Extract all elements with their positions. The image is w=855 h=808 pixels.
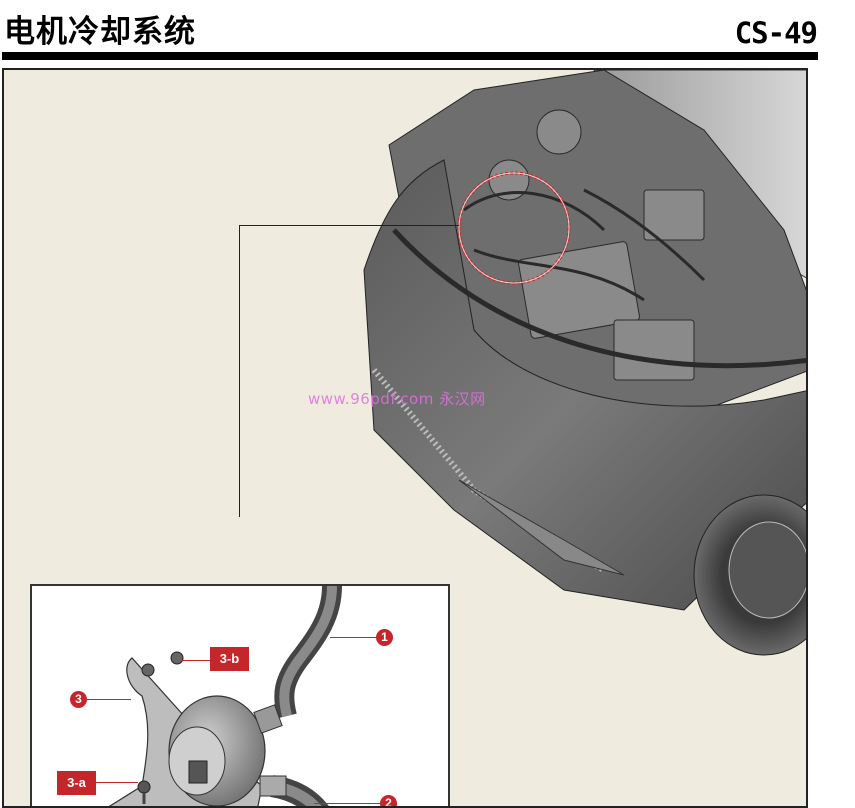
callout-2: 2: [380, 795, 397, 806]
figure-frame: www.96pdf.com 永汉网: [2, 68, 808, 808]
page-title: 电机冷却系统: [4, 14, 196, 50]
leader-line-1: [330, 637, 378, 638]
callout-3a: 3-a: [57, 771, 96, 795]
pump-detail-inset: 1 2 3 3-a 3-b: [30, 584, 450, 806]
leader-line-3: [87, 699, 131, 700]
callout-3: 3: [70, 691, 87, 708]
callout-3b: 3-b: [210, 647, 249, 671]
connector-line-vertical: [239, 225, 240, 517]
vehicle-front-illustration: [363, 70, 806, 656]
leader-line-2: [314, 803, 382, 804]
page-code: CS-49: [734, 16, 818, 50]
leader-line-3a: [96, 782, 138, 783]
header-rule: [2, 52, 818, 60]
leader-line-3b: [182, 660, 212, 661]
callout-1: 1: [376, 629, 393, 646]
connector-line-horizontal: [239, 225, 459, 226]
watermark: www.96pdf.com 永汉网: [308, 390, 486, 408]
